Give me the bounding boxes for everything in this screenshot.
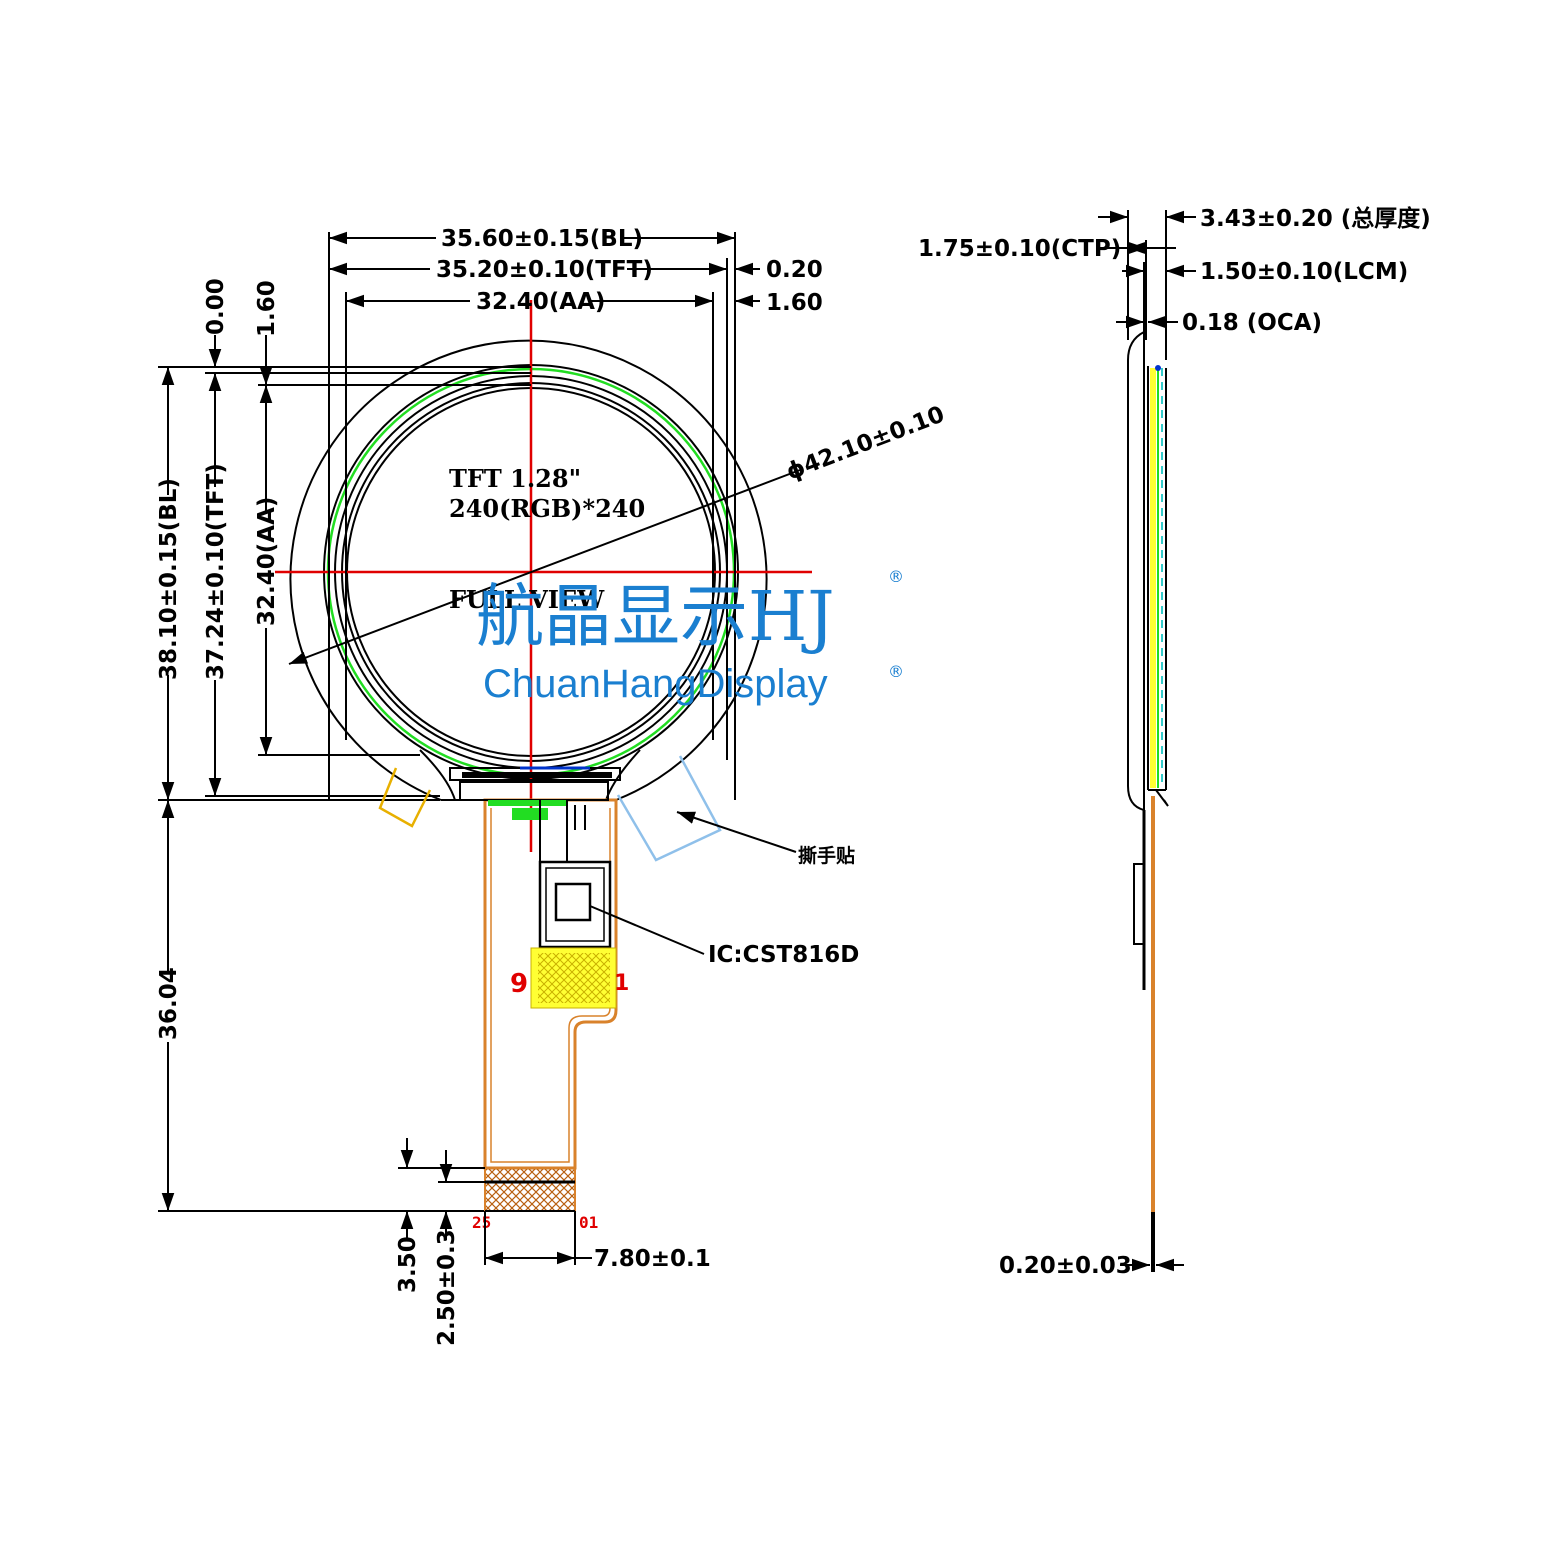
- dim-fpc-length: 36.04: [156, 967, 182, 1040]
- dim-oca: 0.18 (OCA): [1182, 310, 1322, 336]
- dim-right-160: 1.60: [766, 290, 823, 316]
- ctp-cover: [1127, 331, 1145, 811]
- left-tab: [378, 767, 432, 828]
- watermark: 航晶显示HJ ® ChuanHangDisplay ®: [476, 567, 904, 706]
- panel-label-line2: 240(RGB)*240: [449, 494, 645, 523]
- side-view: 3.43±0.20 (总厚度) 1.75±0.10(CTP) 1.50±0.10…: [918, 205, 1431, 1279]
- dim-tft-width: 35.20±0.10(TFT): [436, 257, 653, 283]
- watermark-registered-2: ®: [888, 662, 904, 681]
- diameter-line: [288, 469, 801, 665]
- dim-lcm: 1.50±0.10(LCM): [1200, 259, 1408, 285]
- watermark-chinese: 航晶显示HJ: [476, 578, 835, 657]
- dim-top-160: 1.60: [254, 280, 280, 337]
- view-label: FULL VIEW: [449, 585, 605, 614]
- callout-tab: 撕手贴: [798, 844, 855, 867]
- dim-aa-height: 32.40(AA): [254, 497, 280, 626]
- pull-tab: [616, 755, 722, 862]
- dim-aa-width: 32.40(AA): [476, 289, 605, 315]
- dim-total-thickness: 3.43±0.20 (总厚度): [1200, 205, 1431, 232]
- dim-diameter: ϕ42.10±0.10: [783, 401, 948, 485]
- dim-fpc-thickness: 0.20±0.03: [999, 1253, 1132, 1279]
- dim-bl-width: 35.60±0.15(BL): [441, 226, 643, 252]
- panel-label-line1: TFT 1.28": [449, 464, 581, 493]
- dim-350: 3.50: [395, 1236, 421, 1293]
- watermark-registered-1: ®: [888, 567, 904, 586]
- svg-text:9: 9: [510, 969, 528, 999]
- callout-ic: IC:CST816D: [708, 942, 859, 968]
- dim-ctp: 1.75±0.10(CTP): [918, 236, 1121, 262]
- ic-chip: [538, 860, 612, 949]
- fpc-contacts: [484, 1167, 576, 1212]
- dim-top-000: 0.00: [203, 278, 229, 335]
- dim-250: 2.50±0.3: [434, 1229, 460, 1346]
- dim-tft-height: 37.24±0.10(TFT): [203, 463, 229, 680]
- front-view: ϕ42.10±0.10 TFT 1.28" 240(RGB)*240 FULL …: [156, 226, 948, 1346]
- pin-right: 01: [579, 1213, 598, 1232]
- dim-bl-height: 38.10±0.15(BL): [156, 478, 182, 680]
- backlight-outline: [289, 339, 768, 801]
- dim-right-020: 0.20: [766, 257, 823, 283]
- watermark-english: ChuanHangDisplay: [483, 662, 828, 706]
- svg-text:1: 1: [614, 971, 629, 996]
- fpc-tail: [483, 798, 618, 1170]
- pin-left: 25: [472, 1213, 491, 1232]
- dim-fpc-width: 7.80±0.1: [594, 1246, 711, 1272]
